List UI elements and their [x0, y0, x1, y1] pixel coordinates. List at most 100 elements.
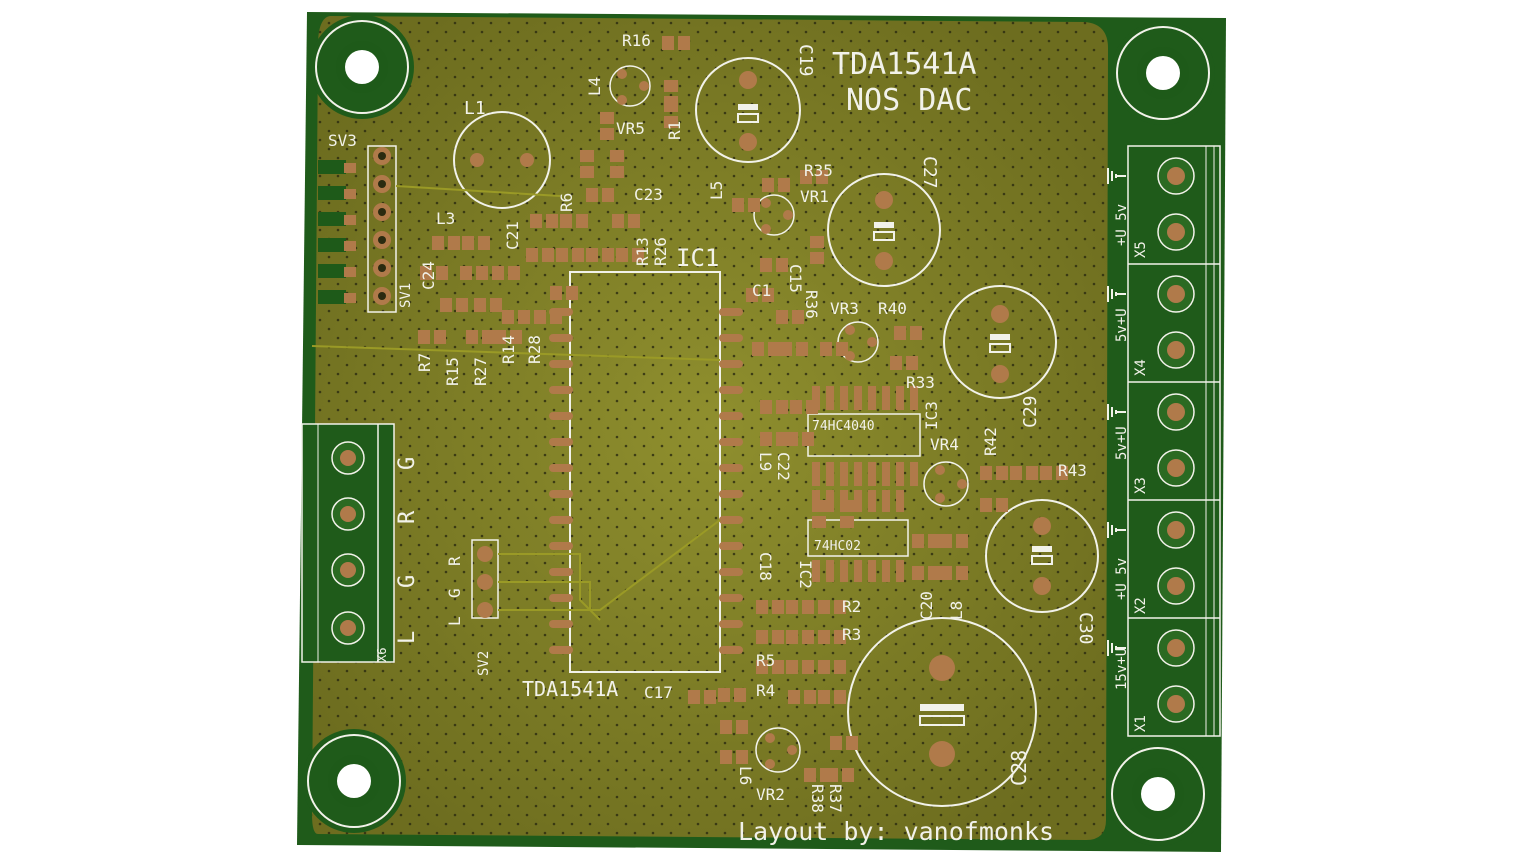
ic1-pad: [549, 438, 573, 446]
smd-pad: [820, 342, 832, 356]
ic1-pad: [549, 516, 573, 524]
header-pin-hole: [378, 292, 386, 300]
smd-pad: [830, 736, 842, 750]
smd-pad: [906, 356, 918, 370]
terminal-pad: [1167, 695, 1185, 713]
r42-label: R42: [981, 427, 1000, 456]
ic1-pad: [719, 516, 743, 524]
smd-pad: [796, 342, 808, 356]
ic1-pad: [549, 542, 573, 550]
c30-label: C30: [1075, 612, 1096, 645]
smd-pad: [478, 236, 490, 250]
smd-pad: [762, 288, 774, 302]
smd-pad: [800, 170, 812, 184]
smd-pad: [788, 690, 800, 704]
smd-pad: [882, 560, 890, 582]
ic1-pad: [549, 334, 573, 342]
c24-label: C24: [419, 261, 438, 290]
smd-pad: [576, 214, 588, 228]
header-pin-hole: [378, 180, 386, 188]
smd-pad: [776, 310, 788, 324]
r13-label: R13: [633, 237, 652, 266]
smd-pad: [956, 566, 968, 580]
x2-pins-label: +U 5v: [1114, 558, 1130, 600]
r40-label: R40: [878, 299, 907, 318]
c21-label: C21: [503, 221, 522, 250]
edge-pad-copper: [344, 215, 356, 225]
smd-pad: [804, 768, 816, 782]
smd-pad: [748, 198, 760, 212]
r4-label: R4: [756, 681, 775, 700]
smd-pad: [440, 298, 452, 312]
smd-pad: [476, 266, 488, 280]
ic2-bottom-pads: [812, 560, 904, 582]
smd-pad: [1010, 466, 1022, 480]
smd-pad: [868, 386, 876, 410]
trimmer-vr5: [609, 65, 651, 107]
c27-label: C27: [919, 156, 940, 189]
smd-pad: [802, 630, 814, 644]
smd-pad: [980, 498, 992, 512]
smd-pad: [662, 36, 674, 50]
smd-pad: [812, 500, 826, 512]
smd-pad: [772, 630, 784, 644]
board-title: TDA1541A: [832, 47, 977, 82]
smd-pad: [664, 100, 678, 112]
edge-pad: [318, 238, 346, 252]
smd-pad: [980, 466, 992, 480]
smd-pad: [812, 516, 826, 528]
smd-pad: [434, 330, 446, 344]
smd-pad: [746, 288, 758, 302]
vr4-label: VR4: [930, 435, 959, 454]
smd-pad: [840, 500, 854, 512]
power-terminals: [1107, 145, 1221, 737]
r6-label: R6: [557, 193, 576, 212]
vr1-label: VR1: [800, 187, 829, 206]
ic1-pad: [719, 386, 743, 394]
ic2-footprint: [807, 490, 909, 582]
x6-label: X6: [375, 648, 389, 662]
mounting-hole-tl: [310, 15, 414, 119]
mounting-hole-br: [1106, 742, 1210, 846]
edge-pad: [318, 160, 346, 174]
smd-pad: [768, 342, 780, 356]
header-pin-hole: [378, 236, 386, 244]
smd-pad: [580, 166, 594, 178]
c20-label: C20: [917, 591, 936, 620]
smd-pad: [896, 560, 904, 582]
edge-pad: [318, 290, 346, 304]
smd-pad: [940, 566, 952, 580]
r33-label: R33: [906, 373, 935, 392]
trimmer-vr2: [755, 727, 801, 773]
c1-label: C1: [752, 281, 771, 300]
smd-pad: [762, 178, 774, 192]
smd-pad: [826, 490, 834, 512]
smd-pad: [882, 490, 890, 512]
smd-pad: [546, 214, 558, 228]
edge-pad-copper: [344, 267, 356, 277]
ic1-pad: [549, 568, 573, 576]
smd-pad: [752, 342, 764, 356]
l6-label: L6: [736, 766, 755, 785]
ic1-pad: [719, 308, 743, 316]
smd-pad: [572, 248, 584, 262]
smd-pad: [854, 386, 862, 410]
terminal-pad: [1167, 639, 1185, 657]
smd-pad: [1026, 466, 1038, 480]
smd-pad: [818, 660, 830, 674]
r14-label: R14: [499, 335, 518, 364]
c29-label: C29: [1020, 395, 1041, 428]
smd-pad: [818, 600, 830, 614]
r15-label: R15: [443, 357, 462, 386]
mounting-hole-tr: [1111, 21, 1215, 125]
smd-pad: [600, 112, 614, 124]
smd-pad: [482, 330, 494, 344]
terminal-pad: [1167, 341, 1185, 359]
smd-pad: [836, 342, 848, 356]
l9-label: L9: [756, 452, 775, 471]
l8-label: L8: [947, 601, 966, 620]
ic1-pad: [549, 360, 573, 368]
ic1-pad: [549, 646, 573, 654]
r27-label: R27: [471, 357, 490, 386]
smd-pad: [1056, 466, 1068, 480]
